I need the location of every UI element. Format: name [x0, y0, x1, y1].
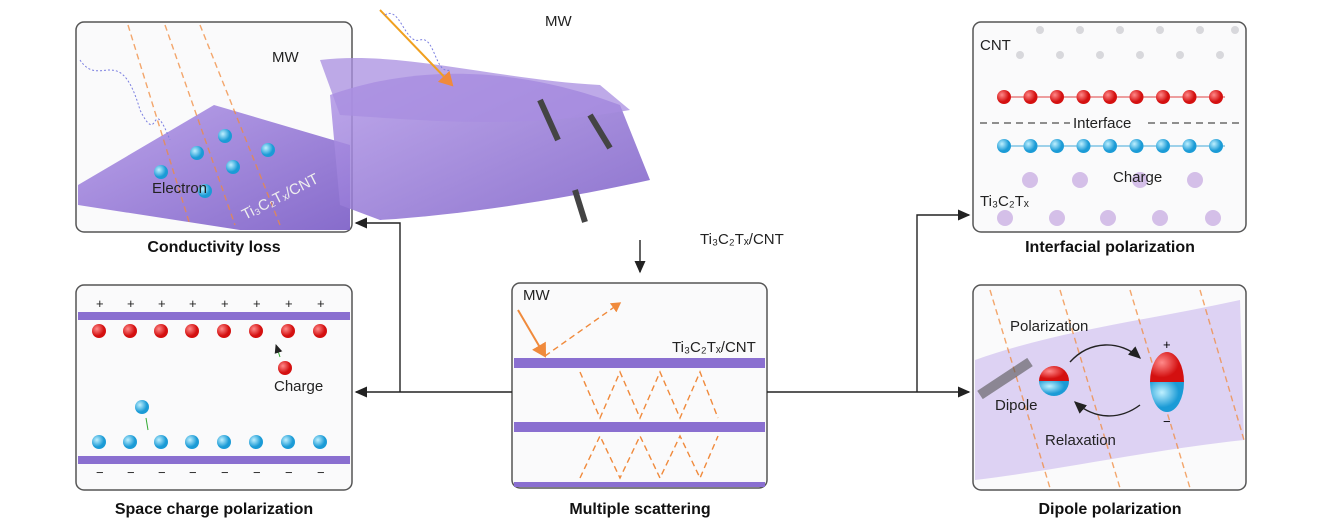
positive-charge — [1023, 90, 1038, 104]
cnt-label: CNT — [980, 37, 1011, 54]
negative-charge — [1103, 139, 1117, 153]
positive-charge — [1050, 90, 1064, 104]
center-mw-label: MW — [545, 13, 572, 30]
flow-arrows — [354, 209, 971, 398]
plus-sign: + — [189, 296, 197, 311]
electron-label: Electron — [152, 180, 207, 197]
negative-charge — [1129, 139, 1144, 153]
negative-charge — [997, 139, 1011, 153]
arrow-to-interfacial — [916, 209, 971, 392]
panel-conductivity-loss: MW Electron Ti₃C₂Tₓ/CNT Conductivity los… — [75, 21, 353, 256]
cnt-lattice — [1016, 26, 1239, 59]
minus-sign: − — [127, 465, 135, 480]
arrow-to-conductivity — [354, 217, 401, 392]
interface-label: Interface — [1073, 115, 1131, 132]
negative-charge — [1023, 139, 1038, 153]
caption-interfacial-polarization: Interfacial polarization — [1025, 239, 1195, 256]
negative-charge — [1050, 139, 1064, 153]
scattering-material-label: Ti₃C₂Tₓ/CNT — [672, 339, 756, 356]
positive-charge — [1076, 90, 1091, 104]
minus-sign: − — [96, 465, 104, 480]
panel-space-charge-polarization: + + + + + + + + − − − − − − − − Charge Space charge … — [75, 284, 353, 518]
cnt-icon — [537, 98, 561, 142]
negative-charges — [92, 400, 327, 449]
caption-multiple-scattering: Multiple scattering — [569, 501, 710, 518]
positive-charge — [1103, 90, 1117, 104]
positive-charge — [1156, 90, 1170, 104]
positive-charge — [1129, 90, 1144, 104]
negative-charge — [1209, 139, 1223, 153]
electrons — [154, 129, 275, 198]
microwave-wave-icon — [384, 12, 451, 71]
minus-sign: − — [189, 465, 197, 480]
panel-interfacial-polarization: CNT Interface Charge Ti₃C₂Tₓ Interfacial… — [972, 21, 1247, 256]
dipole-label: Dipole — [995, 397, 1038, 414]
charge-label: Charge — [1113, 169, 1162, 186]
plus-sign: + — [221, 296, 229, 311]
panel-multiple-scattering: MW Ti₃C₂Tₓ/CNT Multiple scattering — [511, 282, 768, 518]
positive-charge — [997, 90, 1011, 104]
caption-dipole-polarization: Dipole polarization — [1038, 501, 1181, 518]
panel-dipole-polarization: + − Polarization Dipole Relaxation Dipol… — [972, 284, 1247, 518]
plus-sign: + — [158, 296, 166, 311]
cnt-icon — [572, 189, 588, 223]
cnt-icon — [977, 357, 1033, 400]
rotation-arrow-icon — [1069, 344, 1142, 363]
caption-space-charge-polarization: Space charge polarization — [115, 501, 313, 518]
minus-sign: − — [317, 465, 325, 480]
dipole-small — [1039, 366, 1069, 396]
polarization-label: Polarization — [1010, 318, 1088, 335]
center-material-illustration: MW Ti₃C₂Tₓ/CNT — [320, 9, 784, 248]
plus-sign: + — [1163, 337, 1171, 352]
minus-sign: − — [1163, 414, 1171, 429]
mw-label: MW — [272, 49, 299, 66]
mxene-atoms — [997, 172, 1221, 226]
negative-charge — [1076, 139, 1091, 153]
minus-sign: − — [285, 465, 293, 480]
plus-sign: + — [96, 296, 104, 311]
plus-sign: + — [127, 296, 135, 311]
center-material-label: Ti₃C₂Tₓ/CNT — [700, 231, 784, 248]
minus-sign: − — [221, 465, 229, 480]
plus-sign: + — [285, 296, 293, 311]
positive-charge — [1209, 90, 1223, 104]
mxene-label: Ti₃C₂Tₓ — [980, 193, 1029, 210]
plus-sign: + — [317, 296, 325, 311]
cnt-icon — [587, 113, 613, 150]
rotation-arrow-icon — [1073, 401, 1141, 417]
negative-charge — [1156, 139, 1170, 153]
negative-charge — [1182, 139, 1197, 153]
microwave-wave-icon — [79, 59, 171, 141]
positive-charge — [1182, 90, 1197, 104]
minus-sign: − — [253, 465, 261, 480]
scattering-mw-label: MW — [523, 287, 550, 304]
mxene-sheet — [78, 105, 350, 230]
charge-label: Charge — [274, 378, 323, 395]
minus-sign: − — [158, 465, 166, 480]
plus-sign: + — [253, 296, 261, 311]
positive-charges — [92, 324, 327, 375]
dipole-large — [1150, 352, 1184, 412]
caption-conductivity-loss: Conductivity loss — [147, 239, 280, 256]
relaxation-label: Relaxation — [1045, 432, 1116, 449]
